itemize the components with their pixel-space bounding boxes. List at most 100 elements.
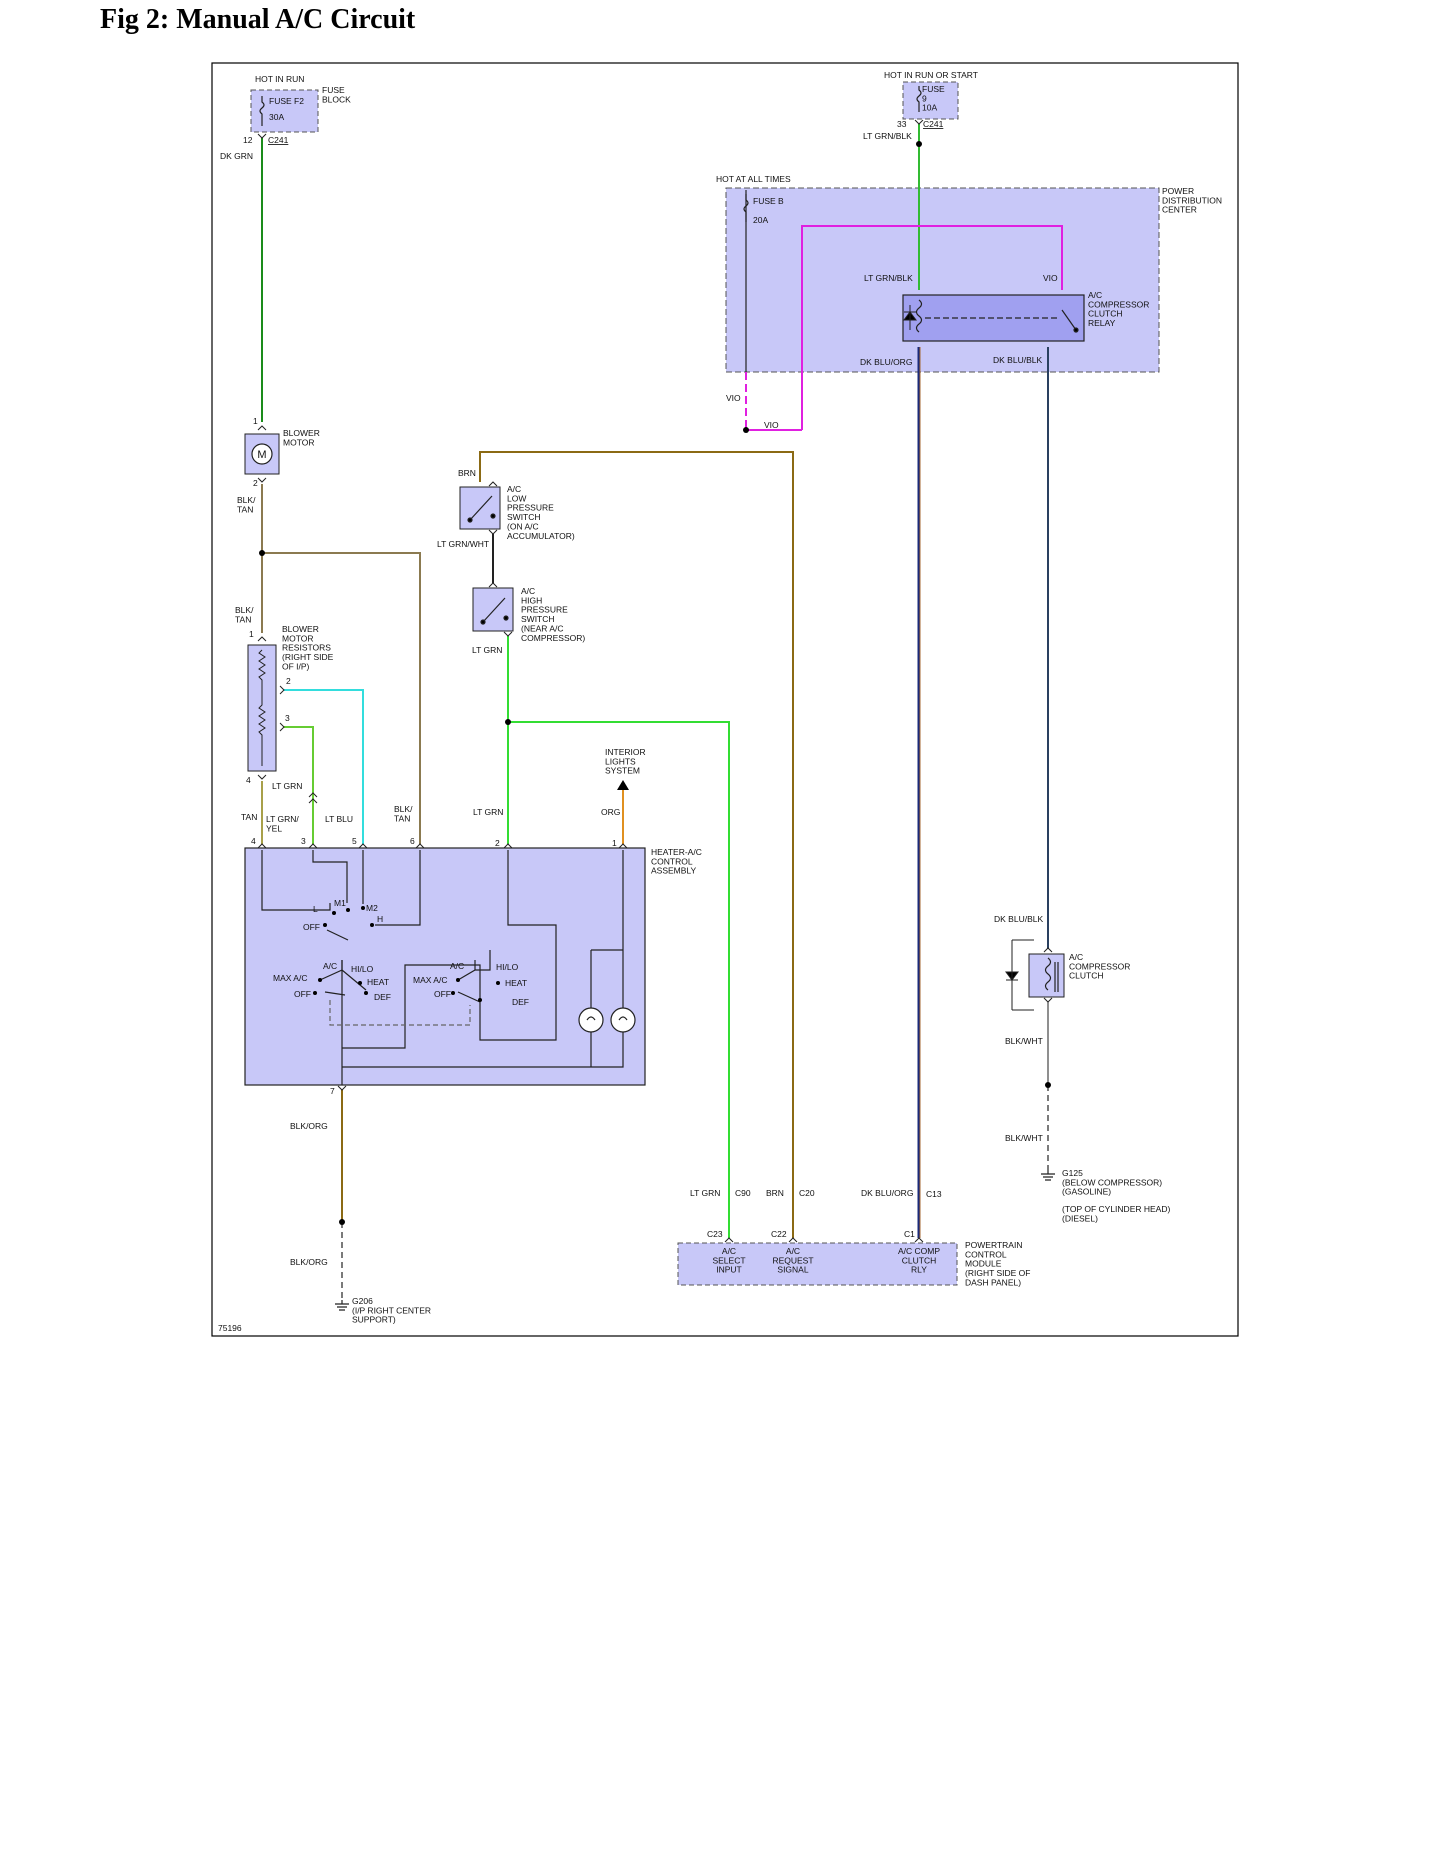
label-c23: C23 [707,1229,723,1239]
control-wire-6 [375,850,421,926]
label-hot-in-run: HOT IN RUN [255,74,304,84]
label-pin-2-blower: 2 [253,478,258,488]
label-p2: 2 [495,838,500,848]
fuse-f2-icon [259,96,265,126]
label-blk-tan-a: BLK/TAN [237,495,256,514]
relay-coil-icon [915,299,923,333]
label-m2: M2 [366,903,378,913]
tick-blower-1 [257,425,267,431]
compressor-clutch-box [1028,953,1065,998]
label-off-b: OFF [294,989,311,999]
label-c20: C20 [799,1188,815,1198]
resistor-icon [258,649,266,766]
label-hilo-b: HI/LO [496,962,519,972]
low-pressure-contact-b [490,513,496,519]
contact-max-ac-a [318,978,322,982]
tick-pcm-c1 [914,1237,924,1243]
splice-lt-grn-blk [916,141,922,147]
tick-highp-bot [503,631,513,637]
label-blk-wht-b: BLK/WHT [1005,1133,1043,1143]
clutch-coil-icon [1044,957,1052,991]
switch-symbols [467,309,1079,625]
tick-highp-top [488,582,498,588]
diagram-frame [211,62,1239,1337]
ac-contacts-b [457,950,491,981]
fuse-b-icon [743,194,749,222]
label-lt-blu: LT BLU [325,814,353,824]
label-vio-c: VIO [764,420,779,430]
label-blk-org-b: BLK/ORG [290,1257,328,1267]
tick-c241-a [257,133,267,139]
fuse-symbols [259,86,922,222]
wire-lt-grn-pcm [508,721,730,1238]
connector-ticks [257,119,1053,1243]
label-blk-org-a: BLK/ORG [290,1121,328,1131]
label-heat-b: HEAT [505,978,527,988]
label-g125: G125(BELOW COMPRESSOR)(GASOLINE) [1062,1168,1162,1197]
motor-letter: M [257,449,266,461]
label-lt-grn-wht: LT GRN/WHT [437,539,489,549]
control-internals [261,850,624,1085]
splice-dots [259,141,1051,1225]
ac-contacts-a [319,960,367,991]
contact-def-b [478,998,482,1002]
label-dk-blu-blk-a: DK BLU/BLK [993,355,1042,365]
label-blk-wht-a: BLK/WHT [1005,1036,1043,1046]
tick-res-4 [257,774,267,780]
label-def-b: DEF [512,997,529,1007]
contact-off-c [451,991,455,995]
label-c241-a: C241 [268,135,289,145]
contact-def-a [364,991,368,995]
label-fuse-b: FUSE B [753,196,784,206]
label-brn-b: BRN [766,1188,784,1198]
control-contacts [313,906,500,1002]
label-pin-33: 33 [897,119,907,129]
wire-blk-tan-branch [262,552,421,844]
label-ac-b: A/C [450,961,464,971]
tick-ctl-3 [308,843,318,849]
label-hot-all-times: HOT AT ALL TIMES [716,174,791,184]
label-c241-b: C241 [923,119,944,129]
control-wire-2 [342,850,557,1049]
label-lt-grn-a: LT GRN [472,645,502,655]
tick-res-3 [279,722,285,732]
label-pin-3-res: 3 [285,713,290,723]
tick-c241-b [914,119,924,125]
label-org: ORG [601,807,620,817]
pcm-box [677,1242,958,1286]
label-max-ac-b: MAX A/C [413,975,447,985]
fuse-9-box [902,81,959,120]
label-lt-grn-d: LT GRN [690,1188,720,1198]
label-vio-b: VIO [726,393,741,403]
low-pressure-switch-box [459,486,501,530]
tick-inline [308,792,318,804]
diagram-id: 75196 [218,1323,242,1333]
contact-h [370,923,374,927]
label-lt-grn-blk-b: LT GRN/BLK [864,273,913,283]
label-lt-grn-b: LT GRN [272,781,302,791]
tick-ctl-5 [358,843,368,849]
label-lt-grn-blk-a: LT GRN/BLK [863,131,912,141]
relay-switch-icon [1061,309,1077,331]
figure-title: Fig 2: Manual A/C Circuit [100,4,416,35]
contact-heat-a [358,981,362,985]
label-pin-12: 12 [243,135,253,145]
label-def-a: DEF [374,992,391,1002]
wire-lt-grn-yel [284,726,314,844]
label-dk-blu-org-a: DK BLU/ORG [860,357,912,367]
label-c1: C1 [904,1229,915,1239]
splice-vio [743,427,749,433]
label-hot-run-start: HOT IN RUN OR START [884,70,978,80]
label-pin-4-res: 4 [246,775,251,785]
label-p4: 4 [251,836,256,846]
high-pressure-switch-box [472,587,514,632]
splice-blower [259,550,265,556]
